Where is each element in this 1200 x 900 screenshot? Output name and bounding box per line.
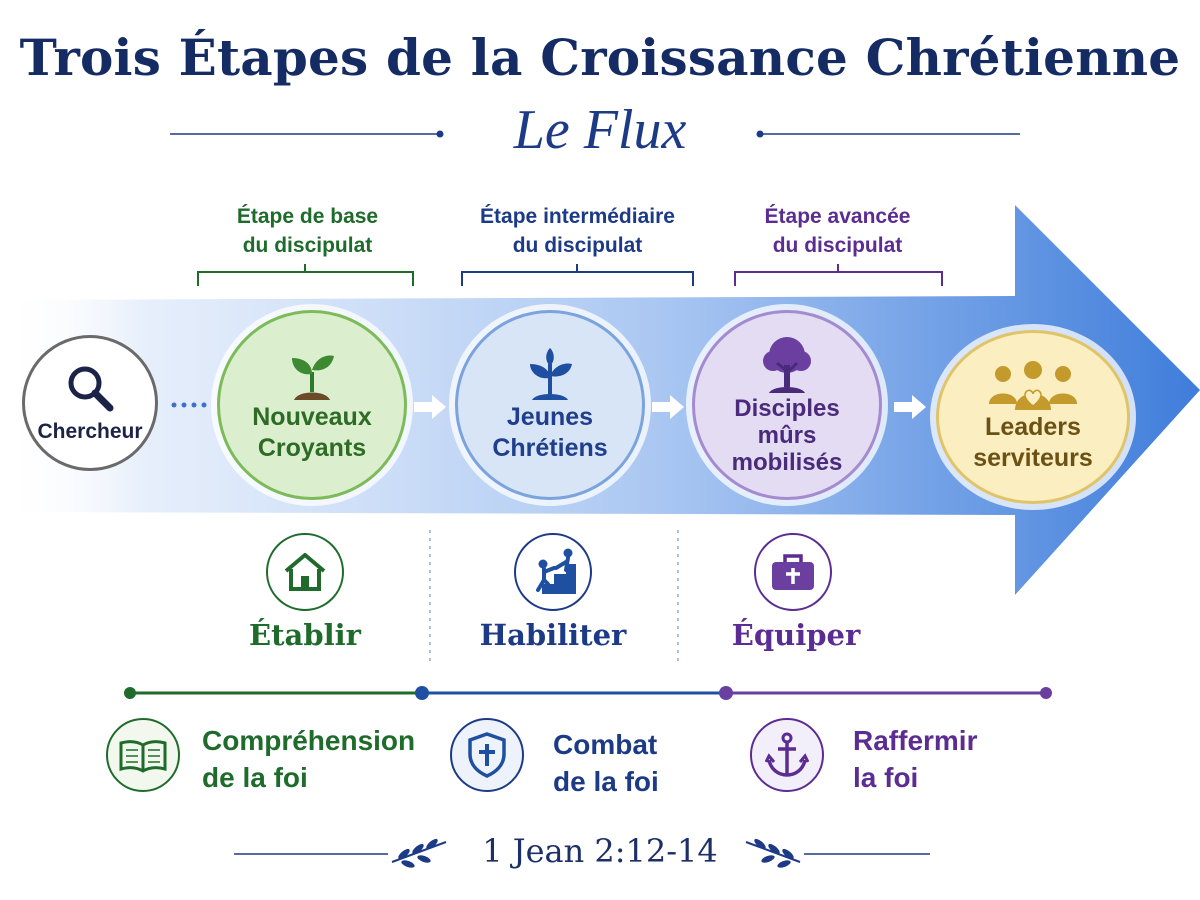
stage-circle-young-christians: Jeunes Chrétiens <box>455 310 645 500</box>
bracket-basic <box>197 264 414 286</box>
arrow-right-icon <box>894 395 926 419</box>
circle-name-line1: Disciples <box>734 394 840 422</box>
action-label-establish: Établir <box>249 618 361 652</box>
toolbox-cross-icon <box>772 554 814 590</box>
stage-label-line2: du discipulat <box>772 234 903 257</box>
arrow-right-icon <box>652 395 684 419</box>
column-separators <box>429 530 679 665</box>
stage-brackets <box>197 264 943 286</box>
circle-name-line3: mobilisés <box>731 448 843 476</box>
circle-name-line2: Croyants <box>257 434 367 462</box>
arrow-right-icon <box>414 395 446 419</box>
stage-label-line1: Étape avancée <box>764 205 911 228</box>
action-label-equip: Équiper <box>731 618 861 652</box>
faith-icon-ring-combat <box>450 718 524 792</box>
stage-label-intermediate: Étape intermédiaire du discipulat <box>445 202 710 260</box>
faith-label-line2: de la foi <box>202 762 308 793</box>
stage-circle-new-believers: Nouveaux Croyants <box>217 310 407 500</box>
sprout-icon <box>292 355 334 400</box>
stage-label-line2: du discipulat <box>512 234 643 257</box>
page-title: Trois Étapes de la Croissance Chrétienne <box>19 28 1181 87</box>
action-icon-ring-establish <box>266 533 344 611</box>
seeker-circle: Chercheur <box>22 335 158 471</box>
page-subtitle: Le Flux <box>513 99 687 161</box>
laurel-left-icon <box>391 838 447 868</box>
action-icon-ring-enable <box>514 533 592 611</box>
faith-label-line1: Compréhension <box>202 725 416 756</box>
stage-label-line1: Étape de base <box>236 205 379 228</box>
dotted-connector <box>171 402 207 408</box>
bible-reference: 1 Jean 2:12-14 <box>482 832 718 870</box>
circle-name-line1: Jeunes <box>506 403 594 431</box>
faith-icon-ring-understanding <box>106 718 180 792</box>
seeker-label: Chercheur <box>37 420 143 443</box>
circle-name-line2: serviteurs <box>973 444 1093 472</box>
stage-label-advanced: Étape avancée du discipulat <box>720 202 955 260</box>
magnifier-icon <box>68 366 114 412</box>
stage-label-basic: Étape de base du discipulat <box>185 202 430 260</box>
stage-label-line1: Étape intermédiaire <box>480 205 675 228</box>
circle-name-line1: Leaders <box>985 413 1081 441</box>
open-book-icon <box>119 740 167 773</box>
faith-label-understanding: Compréhension de la foi <box>202 722 432 796</box>
laurel-right-icon <box>745 838 801 868</box>
house-icon <box>284 553 326 591</box>
stage-label-line2: du discipulat <box>242 234 373 257</box>
faith-label-combat: Combat de la foi <box>553 726 733 800</box>
action-icon-ring-equip <box>754 533 832 611</box>
circle-name-line1: Nouveaux <box>252 403 372 431</box>
bracket-intermediate <box>461 264 694 286</box>
faith-label-line2: de la foi <box>553 766 659 797</box>
people-heart-icon <box>989 361 1077 410</box>
anchor-icon <box>765 732 809 777</box>
bracket-advanced <box>734 264 943 286</box>
stage-circle-servant-leaders: Leaders serviteurs <box>936 330 1130 504</box>
subtitle-divider <box>170 130 1020 138</box>
tree-icon <box>763 336 811 393</box>
faith-label-line2: la foi <box>853 762 919 793</box>
helping-hand-stairs-icon <box>530 548 576 594</box>
faith-timeline <box>124 686 1052 700</box>
faith-icon-ring-strengthen <box>750 718 824 792</box>
faith-label-line1: Raffermir <box>853 725 978 756</box>
circle-name-line2: mûrs <box>757 421 817 449</box>
action-label-enable: Habiliter <box>479 618 627 652</box>
shield-cross-icon <box>468 732 506 778</box>
young-plant-icon <box>530 348 572 400</box>
verse-ornament <box>234 838 930 868</box>
stage-circle-mature-disciples: Disciples mûrs mobilisés <box>692 310 882 500</box>
faith-label-strengthen: Raffermir la foi <box>853 722 1033 796</box>
circle-name-line2: Chrétiens <box>492 434 608 462</box>
faith-label-line1: Combat <box>553 729 658 760</box>
